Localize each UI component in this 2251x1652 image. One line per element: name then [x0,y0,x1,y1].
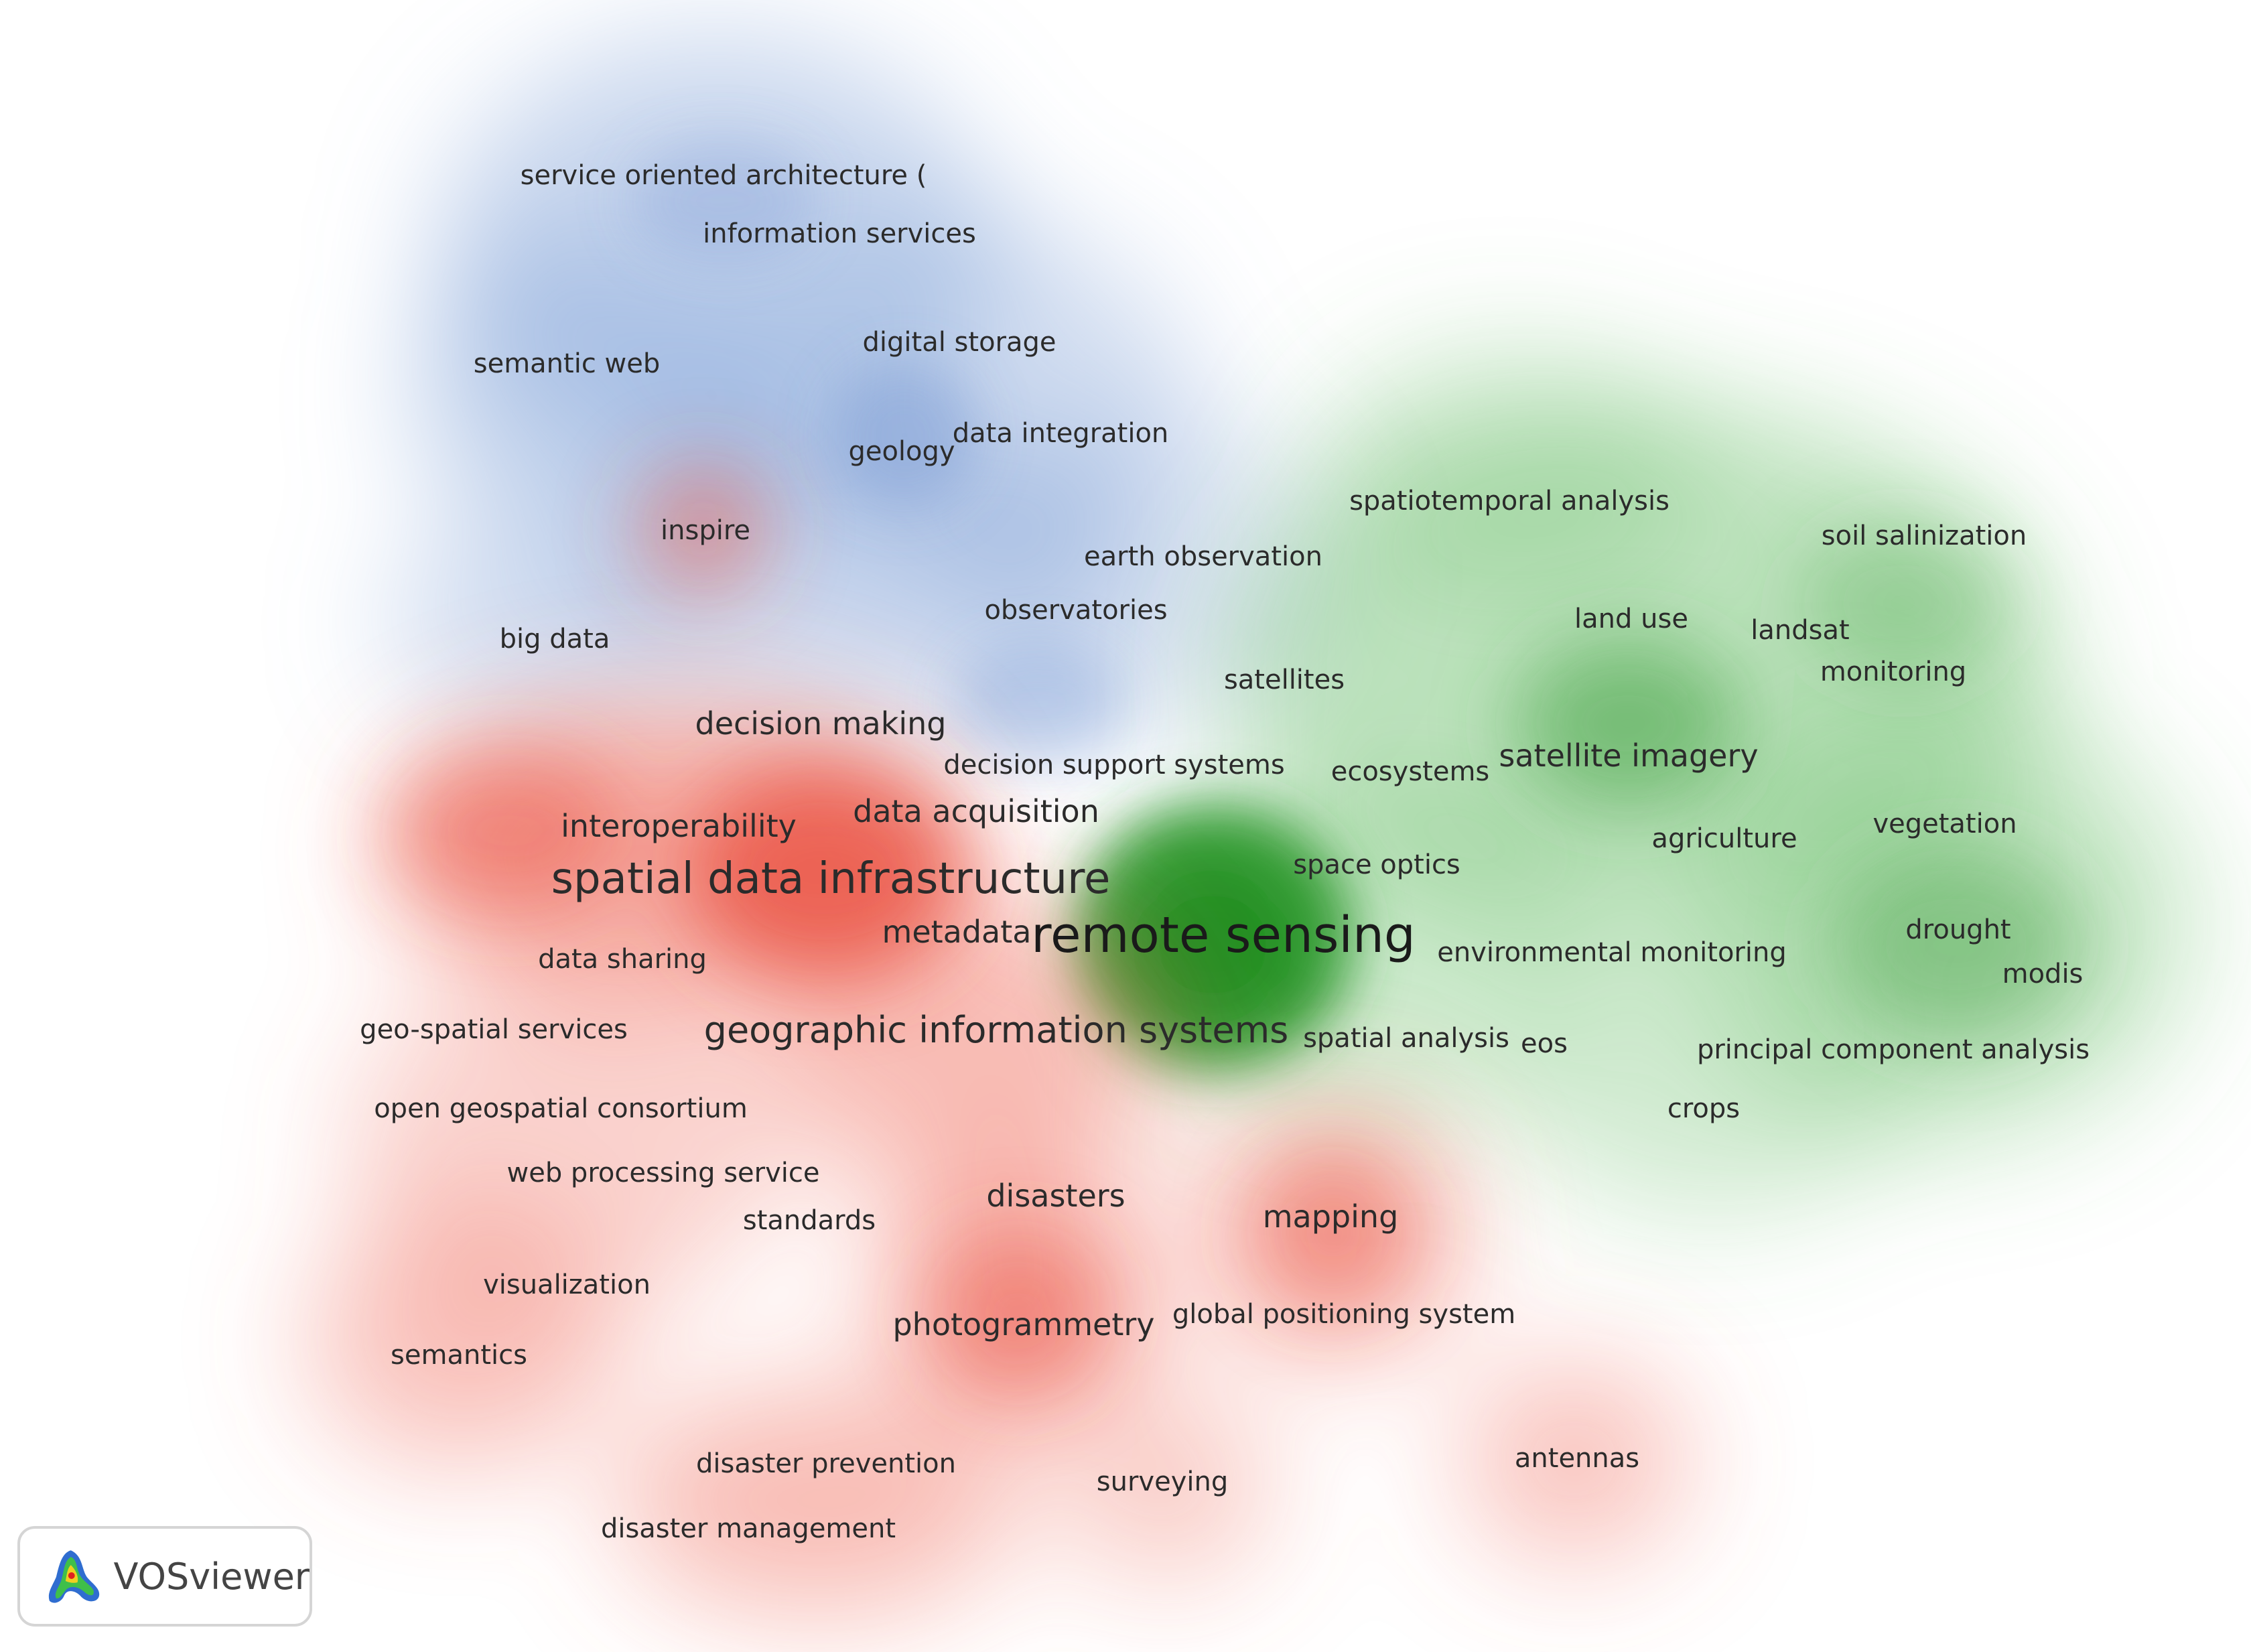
vosviewer-badge: VOSviewer [17,1526,312,1627]
keyword-data-integration[interactable]: data integration [952,418,1169,449]
keyword-geology[interactable]: geology [848,436,955,467]
keyword-crops[interactable]: crops [1667,1093,1741,1124]
keyword-monitoring[interactable]: monitoring [1820,657,1967,687]
keyword-interoperability[interactable]: interoperability [561,808,797,844]
keyword-metadata[interactable]: metadata [882,914,1032,950]
keyword-visualization[interactable]: visualization [483,1269,651,1300]
keyword-web-processing-service[interactable]: web processing service [506,1158,820,1188]
keyword-landsat[interactable]: landsat [1751,615,1850,646]
keyword-disaster-management[interactable]: disaster management [600,1513,896,1544]
keyword-satellite-imagery[interactable]: satellite imagery [1499,738,1759,774]
keyword-disaster-prevention[interactable]: disaster prevention [696,1448,956,1479]
keyword-agriculture[interactable]: agriculture [1651,823,1797,854]
blue-cluster-core [630,141,1126,764]
keyword-satellites[interactable]: satellites [1223,665,1345,695]
keyword-modis[interactable]: modis [2002,959,2084,989]
keyword-decision-support-systems[interactable]: decision support systems [943,750,1285,780]
keyword-eos[interactable]: eos [1521,1028,1568,1059]
keyword-vegetation[interactable]: vegetation [1872,809,2017,839]
keyword-ecosystems[interactable]: ecosystems [1331,756,1490,787]
keyword-big-data[interactable]: big data [499,624,610,655]
keyword-global-positioning-system[interactable]: global positioning system [1172,1299,1516,1330]
keyword-observatories[interactable]: observatories [984,595,1168,626]
keyword-photogrammetry[interactable]: photogrammetry [892,1306,1155,1343]
vosviewer-logo-icon [48,1550,100,1603]
keyword-antennas[interactable]: antennas [1514,1443,1640,1474]
keyword-spatial-analysis[interactable]: spatial analysis [1303,1023,1509,1054]
keyword-data-sharing[interactable]: data sharing [538,944,707,975]
keyword-geographic-information-systems[interactable]: geographic information systems [703,1009,1289,1051]
keyword-environmental-monitoring[interactable]: environmental monitoring [1437,937,1787,968]
keyword-geo-spatial-services[interactable]: geo-spatial services [360,1014,628,1045]
keyword-disasters[interactable]: disasters [986,1178,1126,1214]
keyword-soil-salinization[interactable]: soil salinization [1821,521,2027,551]
keyword-mapping[interactable]: mapping [1262,1198,1399,1235]
keyword-semantic-web[interactable]: semantic web [473,348,661,379]
red-cluster-core [389,462,1414,1393]
keyword-service-oriented-architecture[interactable]: service oriented architecture ( [520,160,927,191]
keyword-digital-storage[interactable]: digital storage [862,327,1056,358]
keyword-surveying[interactable]: surveying [1096,1466,1229,1497]
keyword-remote-sensing[interactable]: remote sensing [1031,906,1416,964]
keyword-land-use[interactable]: land use [1574,604,1688,634]
keyword-data-acquisition[interactable]: data acquisition [853,793,1099,829]
keyword-semantics[interactable]: semantics [391,1340,527,1371]
keyword-decision-making[interactable]: decision making [695,705,947,742]
keyword-open-geospatial-consortium[interactable]: open geospatial consortium [374,1093,748,1124]
keyword-standards[interactable]: standards [742,1205,876,1236]
keyword-inspire[interactable]: inspire [661,515,750,546]
keyword-earth-observation[interactable]: earth observation [1084,541,1322,572]
keyword-spatiotemporal-analysis[interactable]: spatiotemporal analysis [1349,486,1669,517]
keyword-spatial-data-infrastructure[interactable]: spatial data infrastructure [551,854,1111,904]
keyword-drought[interactable]: drought [1905,914,2011,945]
vosviewer-label: VOSviewer [113,1555,310,1598]
keyword-principal-component-analysis[interactable]: principal component analysis [1696,1034,2090,1065]
keyword-information-services[interactable]: information services [703,218,976,249]
green-cluster-core [1514,523,2084,1045]
keyword-space-optics[interactable]: space optics [1293,849,1460,880]
